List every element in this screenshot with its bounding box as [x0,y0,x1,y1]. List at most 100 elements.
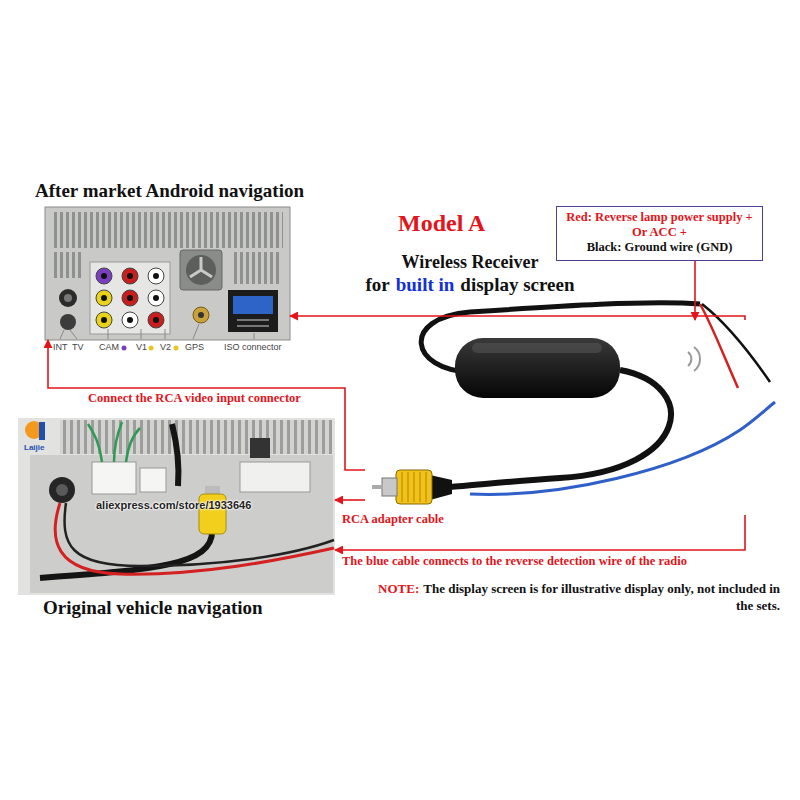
watermark: aliexpress.com/store/1933646 [96,499,251,512]
port-leader-lines [60,324,254,339]
receiver-title: display screen [460,274,574,297]
label-holder: aliexpress.com/store/1933646 [96,499,251,512]
rca-jack [122,290,138,306]
iso-connector [228,290,278,332]
receiver-body [455,338,620,398]
rca-panel [90,262,170,334]
edge-label-holder: Connect the RCA video input connector [86,391,303,406]
plug-sleeve [382,478,397,496]
jack-hole [127,317,133,323]
port-name: V1 [136,342,147,353]
port-name: GPS [185,342,204,353]
head-unit: After market Android navigation [45,207,290,340]
reverse-wire [55,503,334,574]
edge-label: Connect the RCA video input connector [86,391,303,406]
rca-jack [148,268,164,284]
jack-hole [101,317,107,323]
wire-color-box: Red: Reverse lamp power supply +Or ACC +… [556,206,763,261]
receiver-highlight [472,343,602,353]
logo-name: Laijie [24,443,44,453]
android-head-unit-picture [45,207,290,351]
jack-hole [153,295,159,301]
port-name: CAM [99,342,119,353]
edge-label: RCA adapter cable [340,512,446,527]
jack-hole [127,295,133,301]
label-holder: CAM [99,342,119,353]
note-block: NOTE:The display screen is for illustrat… [370,581,780,615]
connectors [48,261,745,550]
iso-pins [237,320,269,326]
label-holder: ISO connector [224,342,282,353]
wireless-receiver: Wireless Receiverforbuilt indisplay scre… [365,320,790,515]
chassis [45,207,290,340]
connector-arrow [694,261,696,320]
green-wires [88,422,140,462]
port-dot [174,346,179,351]
connector-arrow [290,316,745,320]
label-holder: Model A [398,209,485,238]
round-port [60,314,76,330]
rca-jack [148,290,164,306]
port-name: TV [72,342,84,353]
connector-arrow [335,499,365,501]
text-group: Original vehicle navigation [43,597,263,620]
text-row: forbuilt indisplay screen [330,274,610,297]
port-name: V2 [160,342,171,353]
round-port [56,484,68,496]
receiver-title: Wireless Receiver [402,252,539,274]
cable-tie [172,424,179,486]
text-group: Wireless Receiverforbuilt indisplay scre… [330,252,610,296]
fan-blades [190,257,212,277]
text-row: Original vehicle navigation [43,597,263,620]
rca-jack [148,312,164,328]
wire-note: Red: Reverse lamp power supply + [566,210,752,225]
receiver-title-highlight: built in [396,274,455,297]
edge-label: The blue cable connects to the reverse d… [340,554,689,569]
label-holder: TV [72,342,84,353]
round-port [49,477,75,503]
jack-hole [101,273,107,279]
text-row: Or ACC + [565,225,754,240]
wire-note: Or ACC + [632,225,687,240]
connector-arrow [48,340,365,470]
rca-jack [96,290,112,306]
jack-hole [153,317,159,323]
round-port [64,294,72,302]
jack-hole [101,295,107,301]
white-connector [240,462,310,492]
heatsink [232,252,282,284]
port-name: INT [53,342,68,353]
text-group: After market Android navigation [35,180,304,203]
rca-jacks [96,268,164,328]
gps-port [193,307,209,323]
photo-ground [18,418,335,595]
text-row: Black: Ground wire (GND) [565,240,754,255]
note-label: NOTE: [378,581,419,596]
heatsink [52,252,84,278]
wireless-icon [688,347,700,371]
round-port [59,289,77,307]
white-connector [92,462,136,494]
rca-jack [122,268,138,284]
logo-mark [39,422,45,440]
text-row: Red: Reverse lamp power supply + [565,210,754,225]
blue-wire [470,402,775,494]
section-heading: Original vehicle navigation [43,597,263,620]
rca-jack [96,312,112,328]
wire-note: Black: Ground wire (GND) [587,240,733,255]
rca-jack [96,268,112,284]
text-group: Red: Reverse lamp power supply +Or ACC +… [565,210,754,255]
port-dot [122,346,127,351]
label-holder: V2 [160,342,171,353]
plug-boot [430,475,452,500]
jack-hole [153,273,159,279]
edge-label-holder: The blue cable connects to the reverse d… [340,554,689,569]
plug-body [396,470,432,504]
iso-connector [233,296,273,314]
